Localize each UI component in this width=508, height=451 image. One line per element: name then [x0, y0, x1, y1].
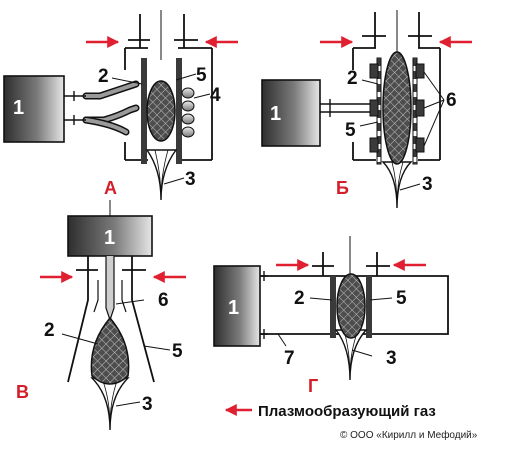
plasma-jet	[90, 377, 130, 431]
callout-5: 5	[345, 120, 356, 141]
tube-wall-right	[176, 58, 182, 164]
diagram-b: 1 2 5 6 3 Б	[261, 10, 472, 209]
plasma-core	[146, 80, 176, 142]
callout-2: 2	[44, 320, 55, 341]
callout-4: 4	[210, 85, 221, 106]
plasma-core	[90, 316, 130, 385]
diagram-g: 1 2 5 7 3 Г	[213, 236, 449, 396]
plasma-jet	[145, 149, 178, 201]
tube-wall-left	[141, 58, 147, 164]
induction-coil	[181, 87, 195, 138]
callout-5: 5	[396, 288, 407, 309]
generator-box	[3, 75, 65, 143]
coil-leads	[82, 80, 140, 136]
generator-box	[67, 215, 153, 257]
gas-inlet-pipe	[87, 256, 133, 280]
chamber-outline	[124, 47, 213, 161]
callout-1: 1	[104, 227, 115, 249]
tube-walls	[376, 57, 418, 165]
electrode-rod	[105, 256, 115, 322]
callout-1: 1	[270, 103, 281, 125]
callout-6: 6	[446, 90, 457, 111]
legend-text: Плазмообразующий газ	[258, 403, 436, 420]
tube-wall-right	[366, 276, 372, 338]
gas-inlet-pipe	[139, 14, 185, 48]
generator-box	[261, 79, 321, 147]
callout-5: 5	[172, 341, 183, 362]
tube-wall-left	[330, 276, 336, 338]
legend: Плазмообразующий газ	[224, 403, 436, 420]
callout-1: 1	[13, 97, 24, 119]
callout-3: 3	[142, 394, 153, 415]
callout-6: 6	[158, 290, 169, 311]
diagram-label-v: В	[16, 382, 29, 402]
callout-1: 1	[228, 297, 239, 319]
diagram-a: 1 2 5 4 3 А	[3, 10, 238, 201]
electrodes	[369, 63, 425, 153]
plasma-core	[336, 273, 366, 339]
plasma-jet	[334, 329, 368, 381]
callout-5: 5	[196, 65, 207, 86]
plasma-jet	[381, 161, 413, 209]
copyright-text: © ООО «Кирилл и Мефодий»	[340, 429, 478, 441]
diagram-v: 1 6 2 5 3 В	[16, 200, 186, 431]
nozzle-outline	[67, 280, 155, 383]
generator-box	[213, 265, 261, 347]
diagram-label-b: Б	[336, 178, 349, 198]
diagram-label-a: А	[104, 178, 117, 198]
chamber-outline	[352, 47, 441, 161]
callout-3: 3	[386, 348, 397, 369]
callout-3: 3	[422, 174, 433, 195]
plasma-core	[382, 51, 412, 165]
callout-2: 2	[294, 288, 305, 309]
callout-2: 2	[347, 68, 358, 89]
diagram-label-g: Г	[308, 376, 318, 396]
callout-7: 7	[284, 348, 295, 369]
gas-inlet-pipe	[322, 252, 378, 276]
callout-2: 2	[98, 66, 109, 87]
gas-inlet-pipe	[374, 12, 420, 48]
callout-3: 3	[185, 169, 196, 190]
